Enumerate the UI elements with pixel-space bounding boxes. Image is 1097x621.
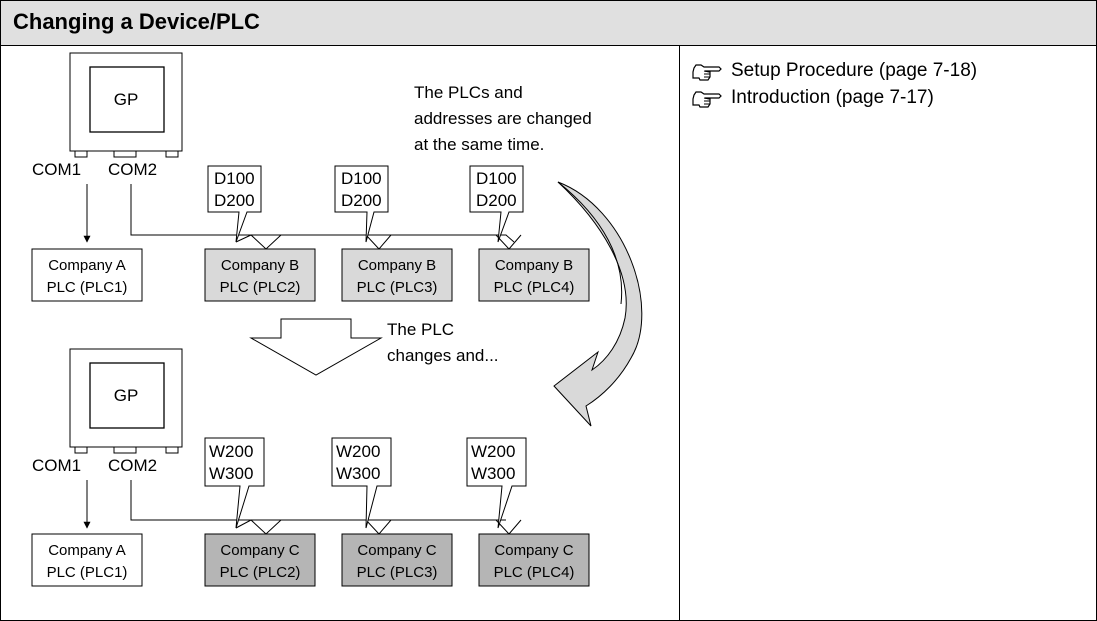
plc-text: Company B [358, 257, 436, 274]
address-text: D100 [476, 169, 517, 188]
com1-label: COM1 [32, 456, 81, 475]
address-text: D100 [341, 169, 382, 188]
plc-text: PLC (PLC1) [47, 279, 128, 296]
address-text: W200 [209, 442, 253, 461]
address-text: W200 [471, 442, 515, 461]
plc-text: PLC (PLC3) [357, 279, 438, 296]
section-title: Changing a Device/PLC [13, 9, 260, 34]
address-text: D200 [476, 191, 517, 210]
address-text: W200 [336, 442, 380, 461]
gp-label: GP [114, 386, 139, 405]
plc-text: PLC (PLC4) [494, 279, 575, 296]
gp-label: GP [114, 90, 139, 109]
plc-box-company-b: Company B PLC (PLC4) [478, 248, 590, 302]
address-text: W300 [336, 464, 380, 483]
plc-text: Company B [221, 257, 299, 274]
com1-label: COM1 [32, 160, 81, 179]
pointing-hand-icon [692, 90, 722, 108]
address-text: D200 [214, 191, 255, 210]
com2-bus-line [130, 480, 506, 521]
address-callout: D100 D200 [207, 165, 262, 243]
pointing-hand-icon [692, 63, 722, 81]
plc-box-company-c: Company C PLC (PLC3) [341, 533, 453, 587]
arrow-inner-edge [557, 181, 623, 305]
address-text: D100 [214, 169, 255, 188]
note-line: The PLCs and [414, 83, 523, 102]
address-callout: W200 W300 [204, 437, 265, 529]
link-label: Setup Procedure (page 7-18) [731, 59, 978, 81]
plc-box-company-a: Company A PLC (PLC1) [31, 248, 143, 302]
address-text: W300 [209, 464, 253, 483]
plc-text: Company B [495, 257, 573, 274]
plc-change-diagram: GP COM1 COM2 The PLCs and addresses are … [31, 52, 643, 587]
section-header: Changing a Device/PLC [1, 1, 1096, 46]
down-arrow [249, 318, 383, 376]
note-line: addresses are changed [414, 109, 592, 128]
reference-links: Setup Procedure (page 7-18) Introduction… [691, 57, 977, 111]
plc-box-company-b: Company B PLC (PLC3) [341, 248, 453, 302]
curved-change-arrow [553, 181, 643, 427]
plc-box-company-c: Company C PLC (PLC4) [478, 533, 590, 587]
bus-tap [235, 519, 522, 535]
link-setup-procedure[interactable]: Setup Procedure (page 7-18) [691, 57, 977, 84]
plc-text: PLC (PLC2) [220, 279, 301, 296]
address-callout: W200 W300 [331, 437, 392, 529]
plc-text: Company C [494, 542, 573, 559]
address-text: W300 [471, 464, 515, 483]
plc-text: Company A [48, 257, 126, 274]
column-divider [679, 46, 680, 621]
com2-bus-line [130, 184, 515, 243]
com2-label: COM2 [108, 456, 157, 475]
address-callout: D100 D200 [334, 165, 389, 243]
plc-box-company-a: Company A PLC (PLC1) [31, 533, 143, 587]
plc-text: Company C [220, 542, 299, 559]
gp-unit-top: GP [69, 52, 183, 158]
plc-text: PLC (PLC3) [357, 564, 438, 581]
top-note: The PLCs and addresses are changed at th… [414, 83, 592, 154]
bus-tap [235, 234, 522, 250]
link-introduction[interactable]: Introduction (page 7-17) [691, 84, 977, 111]
address-callout: D100 D200 [469, 165, 524, 243]
plc-box-company-b: Company B PLC (PLC2) [204, 248, 316, 302]
com2-label: COM2 [108, 160, 157, 179]
plc-text: Company A [48, 542, 126, 559]
address-callout: W200 W300 [466, 437, 527, 529]
plc-text: PLC (PLC4) [494, 564, 575, 581]
gp-unit-bottom: GP [69, 348, 183, 454]
note-line: at the same time. [414, 135, 544, 154]
middle-note-line: changes and... [387, 346, 499, 365]
link-label: Introduction (page 7-17) [731, 86, 934, 108]
plc-text: PLC (PLC2) [220, 564, 301, 581]
plc-box-company-c: Company C PLC (PLC2) [204, 533, 316, 587]
address-text: D200 [341, 191, 382, 210]
middle-note-line: The PLC [387, 320, 454, 339]
plc-text: Company C [357, 542, 436, 559]
plc-text: PLC (PLC1) [47, 564, 128, 581]
